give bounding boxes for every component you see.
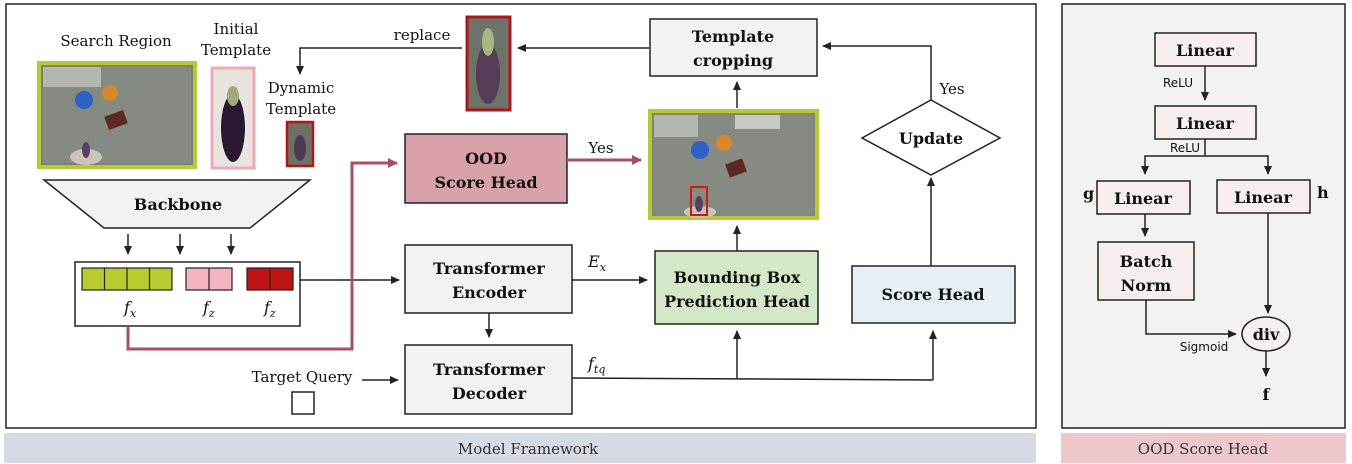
linear-g-label: Linear: [1114, 189, 1173, 208]
update-decision-diamond: [860, 99, 1002, 176]
batch-norm-label-1: Batch: [1120, 252, 1173, 271]
bbox-prediction-head-label-1: Bounding Box: [674, 268, 801, 287]
ftq-line: [571, 377, 934, 381]
fz-initial-label: fz: [202, 298, 215, 320]
relu-2-label: ReLU: [1170, 141, 1200, 155]
score-head-box: [851, 265, 1016, 324]
linear-h-label: Linear: [1234, 188, 1293, 207]
tracking-result-image: [648, 109, 819, 220]
initial-template-label-2: Template: [201, 41, 271, 59]
ood-score-head-box: [404, 133, 568, 204]
initial-template-image: [210, 66, 256, 170]
linear-2-label: Linear: [1176, 114, 1235, 133]
replace-label: replace: [394, 26, 451, 44]
update-label: Update: [899, 129, 963, 148]
ood-score-head-label-1: OOD: [465, 149, 507, 168]
g-label: g: [1083, 184, 1094, 203]
ood-score-head-caption: OOD Score Head: [1138, 440, 1269, 458]
bbox-prediction-head-box: [654, 250, 819, 325]
cropped-template-image: [465, 15, 512, 112]
linear-h-box: [1216, 179, 1311, 214]
linear-1-box: [1154, 32, 1257, 67]
ood-score-head-caption-bar: [1061, 433, 1346, 463]
update-to-cropping-arrow: [822, 42, 932, 100]
fz-initial-token-cells: [185, 267, 233, 291]
sigmoid-label: Sigmoid: [1180, 340, 1229, 354]
score-head-label: Score Head: [882, 285, 985, 304]
transformer-decoder-label-2: Decoder: [452, 384, 527, 403]
ftq-label: ftq: [587, 354, 605, 376]
dynamic-template-label-2: Template: [266, 100, 336, 118]
batch-norm-box: [1097, 241, 1195, 301]
fx-to-ood-arrow: [126, 158, 398, 351]
fz-dynamic-label: fz: [263, 298, 276, 320]
initial-template-label: Initial: [214, 20, 259, 38]
fx-token-cells: [81, 267, 173, 291]
ood-yes-label: Yes: [587, 139, 613, 157]
dynamic-template-label: Dynamic: [268, 79, 335, 97]
target-query-square: [291, 391, 315, 415]
template-cropping-label-1: Template: [692, 27, 774, 46]
ex-label: Ex: [587, 252, 607, 274]
h-label: h: [1317, 183, 1329, 202]
target-query-label: Target Query: [252, 368, 353, 386]
transformer-decoder-box: [404, 344, 573, 415]
ood-score-head-label-2: Score Head: [435, 173, 538, 192]
linear-1-label: Linear: [1176, 41, 1235, 60]
ood-score-head-panel: [1061, 3, 1346, 429]
template-cropping-label-2: cropping: [693, 51, 773, 70]
transformer-encoder-label-1: Transformer: [433, 259, 545, 278]
search-region-label: Search Region: [60, 32, 172, 50]
template-cropping-box: [649, 18, 818, 77]
f-output-label: f: [1263, 385, 1271, 404]
transformer-encoder-label-2: Encoder: [452, 283, 527, 302]
backbone-block: [41, 179, 313, 229]
backbone-label: Backbone: [134, 195, 222, 214]
transformer-encoder-box: [404, 244, 573, 314]
fz-dynamic-token-cells: [246, 267, 294, 291]
bbox-prediction-head-label-2: Prediction Head: [664, 292, 810, 311]
model-framework-caption: Model Framework: [458, 440, 599, 458]
dynamic-template-image: [285, 120, 315, 168]
batch-norm-label-2: Norm: [1121, 276, 1172, 295]
linear-g-box: [1096, 180, 1191, 215]
linear-2-box: [1154, 105, 1257, 140]
div-label: div: [1253, 325, 1280, 344]
search-region-image: [37, 61, 197, 169]
fx-label: fx: [123, 298, 137, 320]
model-framework-caption-bar: [4, 433, 1036, 463]
relu-1-label: ReLU: [1163, 76, 1193, 90]
transformer-decoder-label-1: Transformer: [433, 360, 545, 379]
replace-arrow: [296, 47, 462, 75]
update-yes-label: Yes: [938, 80, 964, 98]
